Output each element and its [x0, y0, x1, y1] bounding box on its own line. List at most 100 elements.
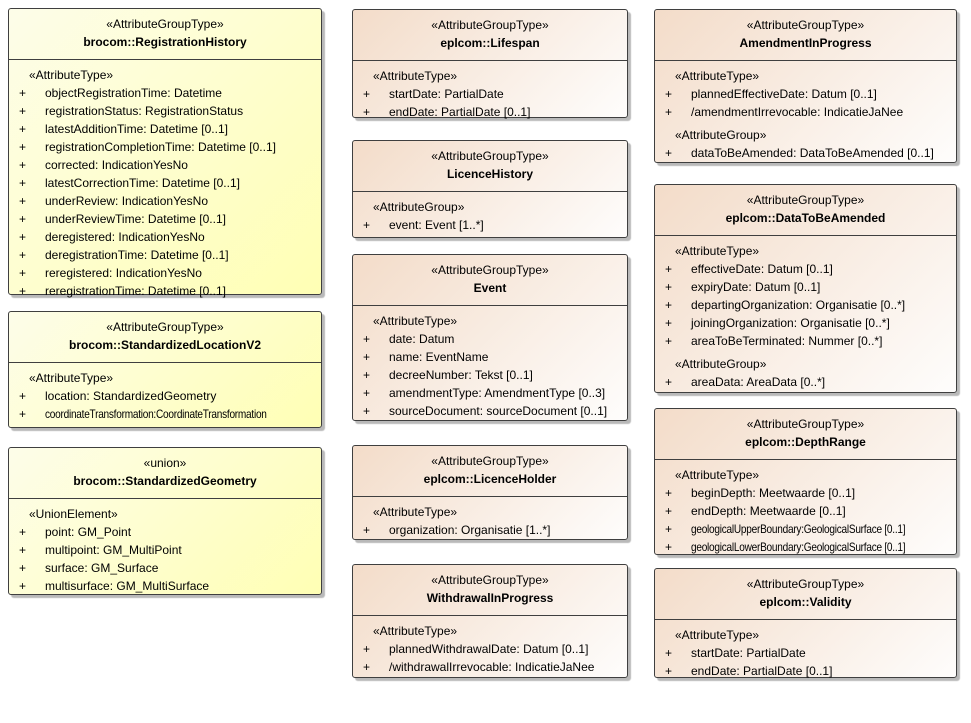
section-stereotype: «AttributeGroup» — [675, 128, 767, 142]
class-stereotype: «AttributeGroupType» — [431, 573, 549, 587]
attribute-row: +reregistrationTime: Datetime [0..1] — [9, 282, 317, 300]
attribute-text: areaToBeTerminated: Nummer [0..*] — [691, 334, 883, 348]
attribute-row: +departingOrganization: Organisatie [0..… — [655, 296, 952, 314]
attribute-row: +amendmentType: AmendmentType [0..3] — [353, 384, 623, 402]
attribute-text: plannedEffectiveDate: Datum [0..1] — [691, 87, 877, 101]
class-stereotype: «AttributeGroupType» — [431, 149, 549, 163]
class-stereotype: «AttributeGroupType» — [106, 320, 224, 334]
visibility-public-marker: + — [19, 389, 27, 403]
attribute-row: +deregistrationTime: Datetime [0..1] — [9, 246, 317, 264]
attribute-row: + geologicalLowerBoundary:GeologicalSurfa… — [655, 538, 952, 556]
section-stereotype: «AttributeGroup» — [373, 200, 465, 214]
class-attribute-compartment: «AttributeType» + beginDepth: Meetwaarde [… — [655, 460, 956, 560]
class-box-event[interactable]: «AttributeGroupType»Event«AttributeType»… — [352, 254, 628, 421]
class-attribute-compartment: «UnionElement» +point: GM_Point+multipoin… — [9, 499, 321, 599]
class-box-eplcom-lifespan[interactable]: «AttributeGroupType»eplcom::Lifespan«Att… — [352, 9, 628, 121]
attribute-text: beginDepth: Meetwaarde [0..1] — [691, 486, 856, 500]
section-stereotype: «AttributeType» — [373, 624, 458, 638]
class-name: eplcom::DataToBeAmended — [725, 211, 886, 225]
attribute-text: deregistered: IndicationYesNo — [45, 230, 205, 244]
attribute-row: +date: Datum — [353, 330, 623, 348]
visibility-public-marker: + — [665, 540, 673, 554]
visibility-public-marker: + — [665, 334, 673, 348]
attribute-text: event: Event [1..*] — [389, 218, 484, 232]
attribute-row: +coordinateTransformation:CoordinateTran… — [9, 405, 317, 423]
class-box-brocom-registration-history[interactable]: «AttributeGroupType»brocom::Registration… — [8, 8, 322, 298]
attribute-text: latestAdditionTime: Datetime [0..1] — [45, 122, 228, 136]
attribute-text: date: Datum — [389, 332, 455, 346]
attribute-row: + areaToBeTerminated: Nummer [0..*] — [655, 332, 952, 350]
attribute-row: +areaData: AreaData [0..*] — [655, 373, 952, 391]
attribute-text: sourceDocument: sourceDocument [0..1] — [389, 404, 608, 418]
visibility-public-marker: + — [665, 146, 673, 160]
class-box-eplcom-validity[interactable]: «AttributeGroupType»eplcom::Validity«Att… — [654, 568, 957, 678]
visibility-public-marker: + — [19, 579, 27, 593]
attribute-row: +endDate: PartialDate [0..1] — [655, 662, 952, 680]
attribute-row: +sourceDocument: sourceDocument [0..1] — [353, 402, 623, 420]
attribute-row: +point: GM_Point — [9, 523, 317, 541]
visibility-public-marker: + — [19, 266, 27, 280]
attribute-row: +latestCorrectionTime: Datetime [0..1] — [9, 174, 317, 192]
class-box-eplcom-data-to-be-amended[interactable]: «AttributeGroupType»eplcom::DataToBeAmen… — [654, 184, 957, 393]
attribute-row: + multisurface: GM_MultiSurface — [9, 577, 317, 595]
attribute-text: joiningOrganization: Organisatie [0..*] — [691, 316, 890, 330]
attribute-text: multisurface: GM_MultiSurface — [45, 579, 210, 593]
visibility-public-marker: + — [665, 262, 673, 276]
class-stereotype: «AttributeGroupType» — [431, 454, 549, 468]
attribute-row: +endDepth: Meetwaarde [0..1] — [655, 502, 952, 520]
attribute-text: /withdrawalIrrevocable: IndicatieJaNee — [389, 660, 595, 674]
section-stereotype: «AttributeType» — [29, 68, 114, 82]
class-box-amendment-in-progress[interactable]: «AttributeGroupType»AmendmentInProgress«… — [654, 9, 957, 163]
section-stereotype: «AttributeType» — [373, 505, 458, 519]
attribute-text: dataToBeAmended: DataToBeAmended [0..1] — [691, 146, 934, 160]
attribute-row: + dataToBeAmended: DataToBeAmended [0..1] — [655, 144, 952, 162]
class-attribute-compartment: «AttributeGroup»+event: Event [1..*] — [353, 192, 627, 238]
attribute-text: objectRegistrationTime: Datetime — [45, 86, 222, 100]
visibility-public-marker: + — [19, 194, 27, 208]
visibility-public-marker: + — [665, 504, 673, 518]
visibility-public-marker: + — [363, 368, 371, 382]
class-attribute-compartment: «AttributeType»+effectiveDate: Datum [0.… — [655, 236, 956, 395]
attribute-row: +multipoint: GM_MultiPoint — [9, 541, 317, 559]
attribute-text: registrationStatus: RegistrationStatus — [45, 104, 244, 118]
section-stereotype: «AttributeType» — [29, 371, 114, 385]
class-box-eplcom-licence-holder[interactable]: «AttributeGroupType»eplcom::LicenceHolde… — [352, 445, 628, 540]
attribute-text: departingOrganization: Organisatie [0..*… — [691, 298, 906, 312]
class-stereotype: «AttributeGroupType» — [746, 193, 865, 207]
class-attribute-compartment: «AttributeType» +organization: Organisati… — [353, 497, 627, 543]
visibility-public-marker: + — [363, 660, 371, 674]
class-box-withdrawal-in-progress[interactable]: «AttributeGroupType»WithdrawalInProgress… — [352, 564, 628, 678]
class-stereotype: «AttributeGroupType» — [746, 18, 865, 32]
attribute-text: endDate: PartialDate [0..1] — [389, 105, 531, 119]
attribute-row: +organization: Organisatie [1..*] — [353, 521, 623, 539]
attribute-row: +location: StandardizedGeometry — [9, 387, 317, 405]
section-stereotype: «AttributeGroup» — [675, 357, 767, 371]
class-box-eplcom-depth-range[interactable]: «AttributeGroupType»eplcom::DepthRange«A… — [654, 408, 957, 555]
attribute-text: reregistrationTime: Datetime [0..1] — [45, 284, 226, 298]
class-header: «AttributeGroupType»Event — [353, 255, 627, 306]
attribute-text: startDate: PartialDate — [691, 646, 806, 660]
visibility-public-marker: + — [363, 523, 371, 537]
section-stereotype: «UnionElement» — [29, 507, 118, 521]
attribute-row: +name: EventName — [353, 348, 623, 366]
class-name: eplcom::Lifespan — [440, 36, 540, 50]
attribute-row: +objectRegistrationTime: Datetime — [9, 84, 317, 102]
attribute-text: coordinateTransformation:CoordinateTrans… — [45, 407, 267, 421]
visibility-public-marker: + — [665, 664, 673, 678]
attribute-text: surface: GM_Surface — [45, 561, 159, 575]
attribute-row: +surface: GM_Surface — [9, 559, 317, 577]
class-stereotype: «union» — [143, 456, 187, 470]
class-name: LicenceHistory — [446, 167, 534, 181]
class-box-brocom-standardized-geometry[interactable]: «union»brocom::StandardizedGeometry«Unio… — [8, 447, 322, 595]
class-attribute-compartment: «AttributeType»+objectRegistrationTime: … — [9, 60, 321, 304]
visibility-public-marker: + — [363, 105, 371, 119]
attribute-text: decreeNumber: Tekst [0..1] — [389, 368, 533, 382]
section-stereotype: «AttributeType» — [675, 468, 760, 482]
attribute-row: +deregistered: IndicationYesNo — [9, 228, 317, 246]
attribute-text: geologicalLowerBoundary:GeologicalSurfac… — [691, 540, 906, 554]
class-box-licence-history[interactable]: «AttributeGroupType» LicenceHistory «Attri… — [352, 140, 628, 238]
attribute-row: + endDate: PartialDate [0..1] — [353, 103, 623, 121]
class-name: eplcom::Validity — [759, 595, 852, 609]
class-box-brocom-standardized-location-v2[interactable]: «AttributeGroupType»brocom::Standardized… — [8, 311, 322, 428]
attribute-text: geologicalUpperBoundary:GeologicalSurfac… — [691, 522, 906, 536]
